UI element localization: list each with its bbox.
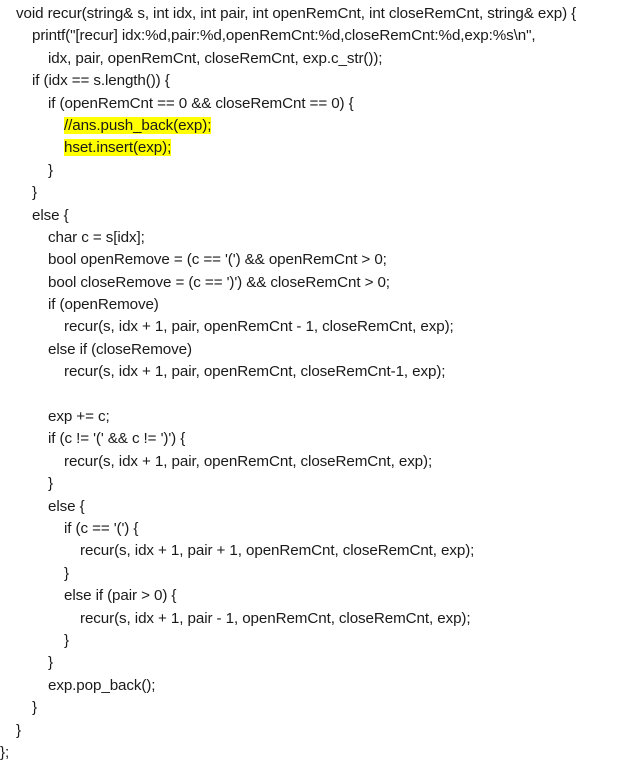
highlighted-code-text: hset.insert(exp);	[64, 139, 172, 157]
code-text: }	[32, 699, 37, 717]
code-text: }	[32, 184, 37, 202]
code-line: if (openRemove)	[0, 294, 637, 316]
code-line-blank	[0, 384, 637, 406]
code-text: }	[48, 475, 53, 493]
code-line: };	[0, 742, 637, 764]
code-text: exp += c;	[48, 408, 110, 426]
code-text: else {	[48, 497, 85, 515]
code-line: bool openRemove = (c == '(') && openRemC…	[0, 249, 637, 271]
code-line: recur(s, idx + 1, pair + 1, openRemCnt, …	[0, 540, 637, 562]
code-line: exp.pop_back();	[0, 675, 637, 697]
code-line: recur(s, idx + 1, pair, openRemCnt - 1, …	[0, 316, 637, 338]
code-line: }	[0, 160, 637, 182]
code-snippet-body: void recur(string& s, int idx, int pair,…	[0, 3, 637, 761]
code-line: else {	[0, 205, 637, 227]
code-text: recur(s, idx + 1, pair, openRemCnt, clos…	[64, 452, 433, 470]
code-line: bool closeRemove = (c == ')') && closeRe…	[0, 272, 637, 294]
code-text: char c = s[idx];	[48, 228, 145, 246]
code-line: void recur(string& s, int idx, int pair,…	[0, 3, 637, 25]
code-line: char c = s[idx];	[0, 227, 637, 249]
code-text: }	[48, 161, 53, 179]
code-line: recur(s, idx + 1, pair, openRemCnt, clos…	[0, 361, 637, 383]
code-line: }	[0, 563, 637, 585]
code-line: else if (closeRemove)	[0, 339, 637, 361]
code-text: bool closeRemove = (c == ')') && closeRe…	[48, 273, 390, 291]
code-text: bool openRemove = (c == '(') && openRemC…	[48, 251, 387, 269]
code-line: else {	[0, 496, 637, 518]
code-line: else if (pair > 0) {	[0, 585, 637, 607]
code-text: if (c == '(') {	[64, 519, 139, 537]
code-text: else if (closeRemove)	[48, 340, 192, 358]
code-text: }	[16, 721, 21, 739]
code-text: recur(s, idx + 1, pair + 1, openRemCnt, …	[80, 542, 475, 560]
code-text: recur(s, idx + 1, pair, openRemCnt - 1, …	[64, 318, 454, 336]
code-line: if (c != '(' && c != ')') {	[0, 428, 637, 450]
code-text: if (idx == s.length()) {	[32, 72, 170, 90]
code-line: }	[0, 697, 637, 719]
code-line: idx, pair, openRemCnt, closeRemCnt, exp.…	[0, 48, 637, 70]
code-text: printf("[recur] idx:%d,pair:%d,openRemCn…	[32, 27, 536, 45]
code-line: if (idx == s.length()) {	[0, 70, 637, 92]
code-text: if (openRemCnt == 0 && closeRemCnt == 0)…	[48, 94, 354, 112]
code-line: printf("[recur] idx:%d,pair:%d,openRemCn…	[0, 25, 637, 47]
code-text: if (c != '(' && c != ')') {	[48, 430, 186, 448]
code-text: };	[0, 743, 10, 761]
code-text: }	[48, 654, 53, 672]
code-line: hset.insert(exp);	[0, 137, 637, 159]
code-line: exp += c;	[0, 406, 637, 428]
code-text: }	[64, 631, 69, 649]
code-line: }	[0, 652, 637, 674]
code-line: recur(s, idx + 1, pair, openRemCnt, clos…	[0, 451, 637, 473]
code-text: void recur(string& s, int idx, int pair,…	[16, 5, 577, 22]
code-text: else {	[32, 206, 69, 224]
code-line: if (c == '(') {	[0, 518, 637, 540]
code-text: else if (pair > 0) {	[64, 587, 177, 605]
code-line: }	[0, 182, 637, 204]
code-text: exp.pop_back();	[48, 676, 156, 694]
code-line: }	[0, 720, 637, 742]
code-line: //ans.push_back(exp);	[0, 115, 637, 137]
code-text: recur(s, idx + 1, pair - 1, openRemCnt, …	[80, 609, 471, 627]
code-text: idx, pair, openRemCnt, closeRemCnt, exp.…	[48, 49, 383, 67]
code-text: }	[64, 564, 69, 582]
highlighted-code-text: //ans.push_back(exp);	[64, 116, 212, 134]
code-text: if (openRemove)	[48, 296, 159, 314]
code-text: recur(s, idx + 1, pair, openRemCnt, clos…	[64, 363, 446, 381]
code-line: }	[0, 473, 637, 495]
code-line: recur(s, idx + 1, pair - 1, openRemCnt, …	[0, 608, 637, 630]
code-line: if (openRemCnt == 0 && closeRemCnt == 0)…	[0, 93, 637, 115]
code-line: }	[0, 630, 637, 652]
